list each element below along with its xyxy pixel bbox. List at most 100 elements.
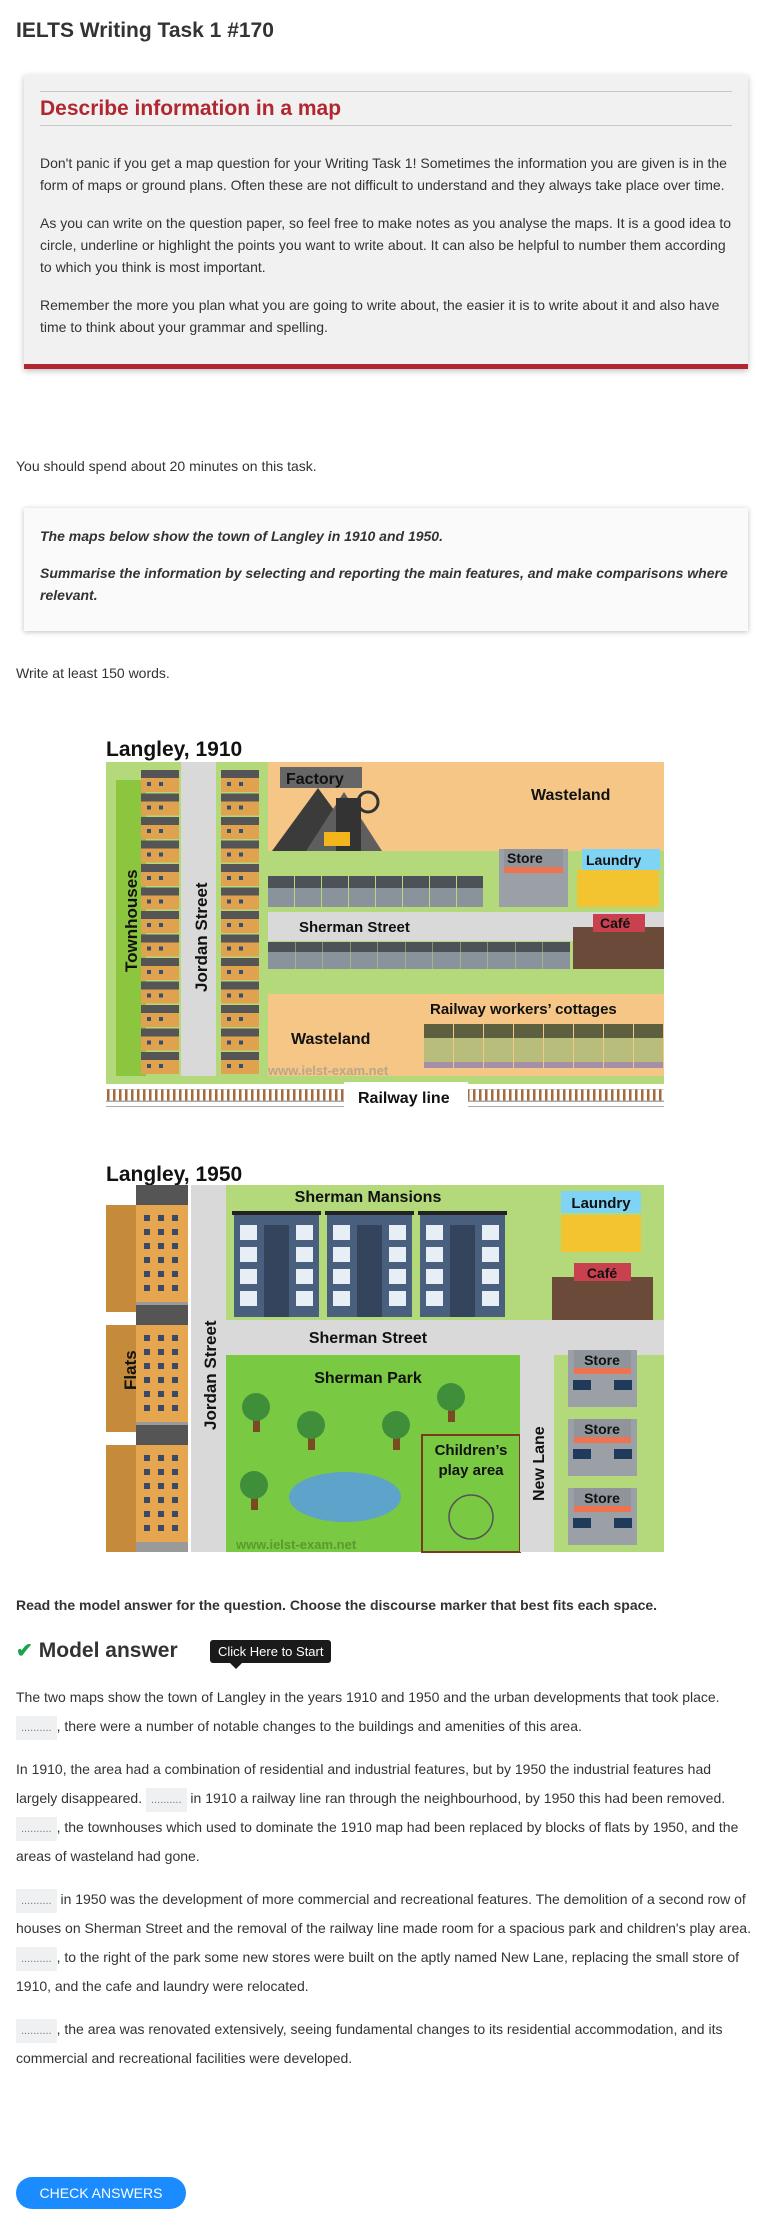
watermark: www.ielst-exam.net — [235, 1537, 357, 1552]
store-label: Store — [584, 1490, 620, 1506]
answer-blank[interactable]: .......... — [16, 2019, 57, 2043]
cottages-label: Railway workers’ cottages — [430, 1001, 617, 1018]
start-tooltip[interactable]: Click Here to Start — [210, 1640, 332, 1669]
answer-blank[interactable]: .......... — [16, 1817, 57, 1841]
terraced-house — [433, 942, 460, 952]
new-lane-label: New Lane — [531, 1426, 548, 1501]
townhouse — [141, 770, 179, 778]
page-title: IELTS Writing Task 1 #170 — [16, 19, 274, 42]
info-paragraph: As you can write on the question paper, … — [40, 215, 732, 275]
townhouse — [141, 934, 179, 943]
answer-blank[interactable]: .......... — [16, 1889, 57, 1913]
answer-paragraph: In 1910, the area had a combination of r… — [16, 1755, 756, 1871]
tree-canopy — [437, 1383, 465, 1411]
townhouse — [141, 981, 179, 990]
townhouse — [141, 1005, 179, 1013]
terraced-house — [378, 942, 405, 952]
instruction: Read the model answer for the question. … — [16, 1597, 658, 1613]
cafe-building — [552, 1277, 653, 1320]
terraced-house — [350, 942, 378, 952]
model-answer-title: Model answer — [38, 1638, 178, 1662]
terraced-house — [457, 876, 483, 888]
terraced-house — [488, 942, 515, 952]
townhouses-left — [141, 770, 179, 1074]
task-line: The maps below show the town of Langley … — [40, 528, 443, 544]
model-answer-heading: ✔ Model answer — [16, 1638, 178, 1663]
pond — [289, 1472, 401, 1522]
answer-text: , there were a number of notable changes… — [56, 1718, 582, 1734]
flat-block — [106, 1325, 136, 1432]
info-heading: Describe information in a map — [40, 91, 732, 126]
townhouse — [221, 817, 259, 825]
answer-blank[interactable]: .......... — [145, 1788, 187, 1812]
answer-text: in 1910 a railway line ran through the n… — [186, 1790, 726, 1806]
railway-label: Railway line — [358, 1090, 450, 1107]
time-note: You should spend about 20 minutes on thi… — [16, 458, 317, 474]
answer-text: in 1950 was the development of more comm… — [16, 1891, 751, 1936]
townhouse — [221, 1028, 259, 1037]
wasteland-label: Wasteland — [531, 787, 610, 804]
answer-text: , the area was renovated extensively, se… — [16, 2021, 723, 2066]
terraced-house — [322, 876, 348, 888]
terraced-house — [268, 876, 294, 888]
jordan-street-road — [181, 762, 216, 1076]
townhouse — [141, 793, 179, 802]
store-label: Store — [507, 850, 543, 866]
info-paragraph: Don't panic if you get a map question fo… — [40, 155, 727, 193]
townhouse — [141, 887, 179, 896]
townhouse — [221, 1005, 259, 1013]
answer-blank[interactable]: .......... — [16, 1947, 57, 1971]
mansion — [325, 1211, 414, 1215]
store-label: Store — [584, 1421, 620, 1437]
townhouse — [141, 864, 179, 872]
terraced-house — [515, 942, 543, 952]
jordan-street-road — [191, 1185, 226, 1552]
mansion — [418, 1211, 507, 1215]
mansion-buildings — [232, 1211, 507, 1317]
cottage — [424, 1024, 453, 1038]
laundry-label: Laundry — [586, 852, 641, 868]
mansions-label: Sherman Mansions — [295, 1189, 442, 1206]
terraced-house — [295, 876, 321, 888]
townhouse — [221, 1052, 259, 1060]
jordan-street-label: Jordan Street — [192, 882, 211, 992]
mansion — [232, 1211, 321, 1215]
houses-row-2 — [268, 942, 570, 969]
check-icon: ✔ — [16, 1640, 33, 1662]
tree-canopy — [242, 1393, 270, 1421]
answer-text: In 1910, the area had a combination of r… — [16, 1761, 712, 1806]
cottage — [544, 1024, 573, 1038]
townhouses-right — [221, 770, 259, 1074]
play-area — [421, 1434, 521, 1553]
check-answers-button[interactable]: CHECK ANSWERS — [16, 2177, 186, 2209]
townhouse — [221, 911, 259, 919]
terraced-house — [295, 942, 323, 952]
cottage — [634, 1024, 663, 1038]
cafe-building — [573, 927, 664, 969]
model-answer-text: The two maps show the town of Langley in… — [16, 1683, 756, 2073]
flat-block — [106, 1205, 136, 1312]
answer-text: , the townhouses which used to dominate … — [16, 1819, 739, 1864]
play-area-label: play area — [438, 1462, 504, 1479]
townhouse — [221, 934, 259, 943]
townhouse — [221, 770, 259, 778]
townhouse — [221, 981, 259, 990]
laundry-building — [561, 1215, 641, 1252]
answer-blank[interactable]: .......... — [16, 1716, 57, 1740]
park-label: Sherman Park — [314, 1370, 422, 1387]
terraced-house — [543, 942, 570, 952]
terraced-house — [376, 876, 402, 888]
tree-canopy — [382, 1411, 410, 1439]
cafe-label: Café — [600, 915, 631, 931]
sherman-street-label: Sherman Street — [309, 1330, 428, 1347]
terraced-house — [403, 876, 429, 888]
cottage — [514, 1024, 543, 1038]
terraced-house — [460, 942, 488, 952]
laundry-label: Laundry — [571, 1195, 631, 1212]
cottage — [604, 1024, 633, 1038]
sherman-street-label: Sherman Street — [299, 919, 410, 936]
answer-paragraph: The two maps show the town of Langley in… — [16, 1683, 756, 1741]
townhouse — [141, 958, 179, 966]
new-lane-road — [520, 1355, 554, 1552]
